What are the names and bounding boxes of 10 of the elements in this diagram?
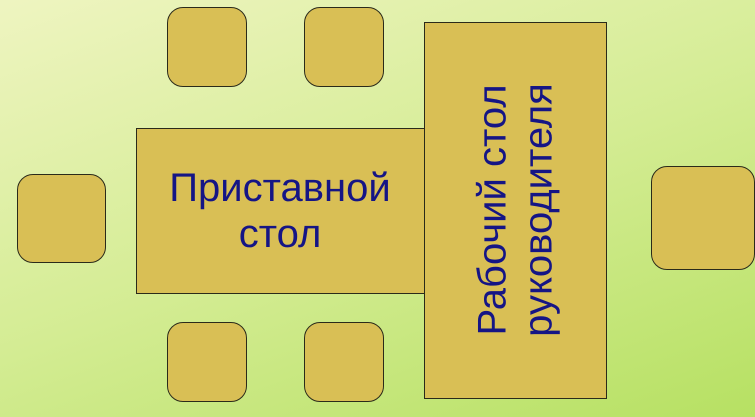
table-label: Рабочий стол руководителя <box>469 82 561 339</box>
chair-shape <box>304 322 384 402</box>
chair-shape <box>651 166 755 270</box>
side-table <box>136 128 425 294</box>
chair-shape <box>17 174 106 263</box>
chair-shape <box>167 322 247 402</box>
table-label: Приставной стол <box>168 164 392 256</box>
desk <box>424 22 607 399</box>
chair-shape <box>304 7 384 87</box>
chair-shape <box>167 7 247 87</box>
